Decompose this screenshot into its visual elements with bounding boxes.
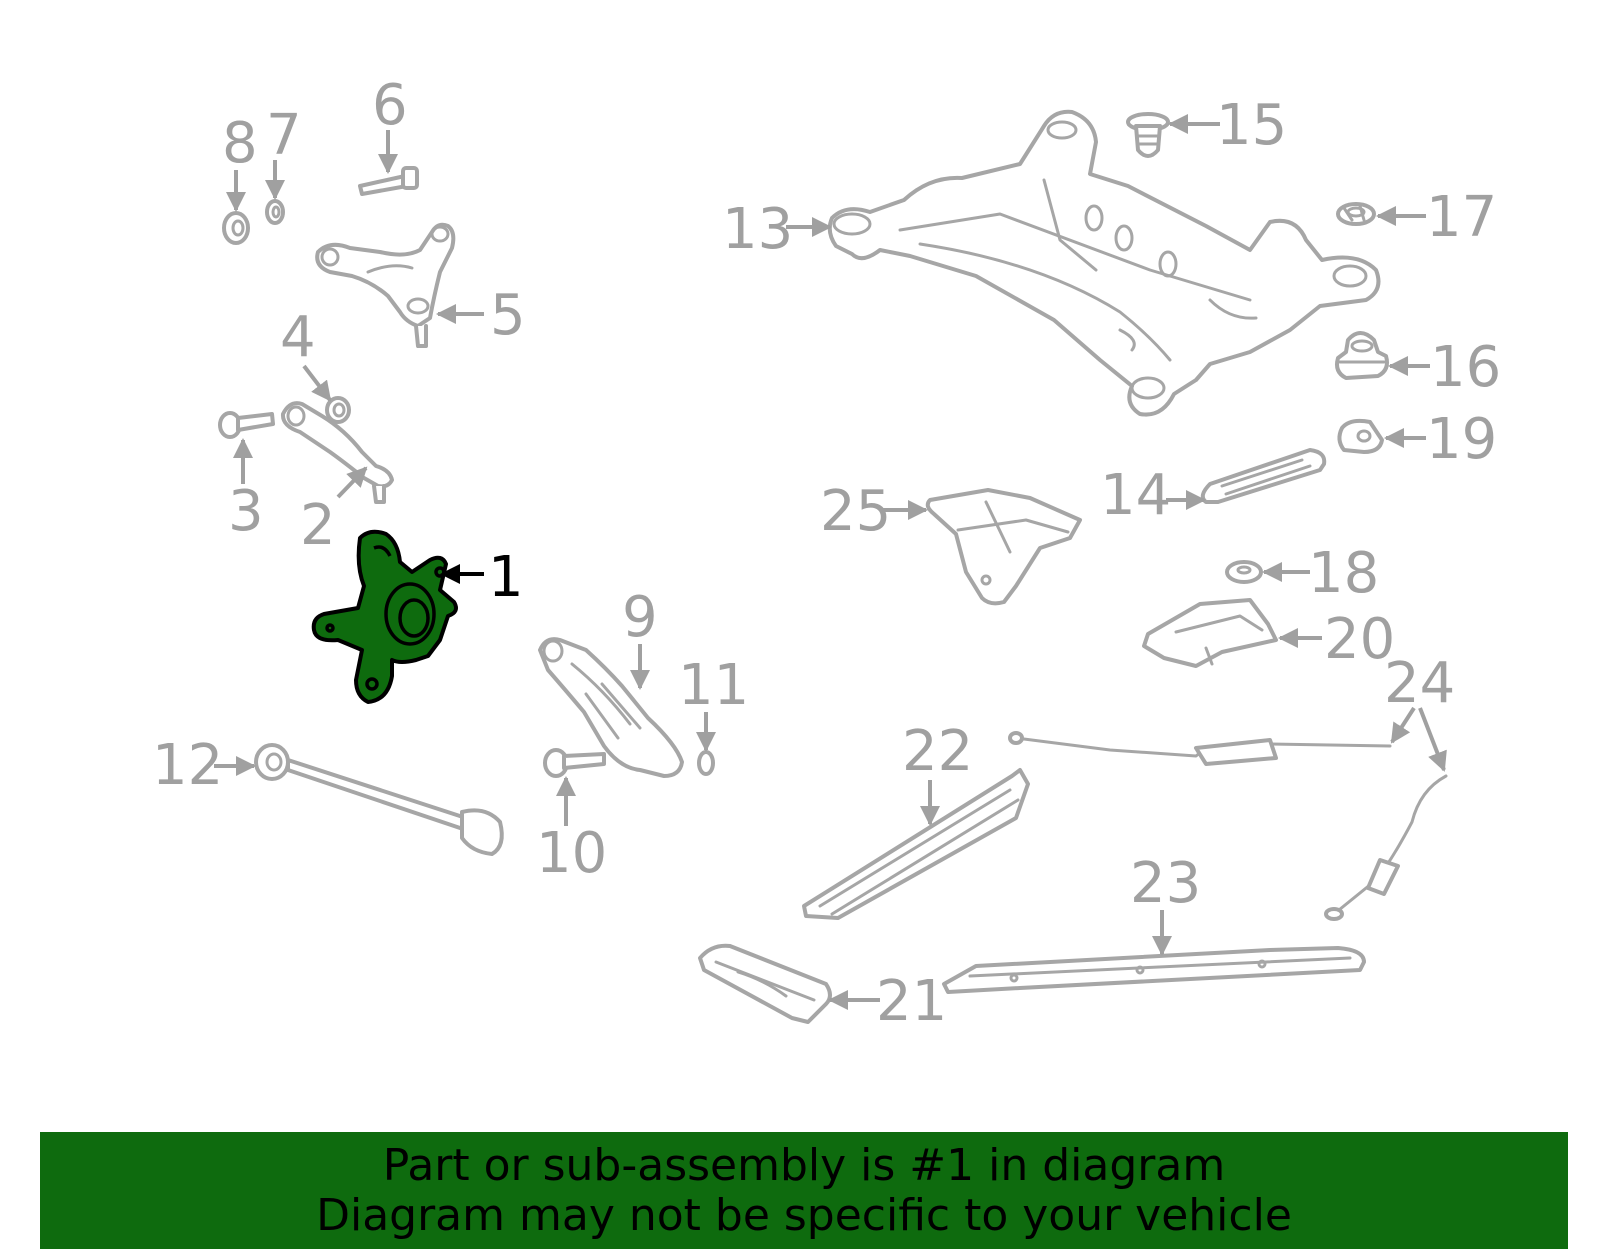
part-18-washer [1225, 560, 1263, 584]
part-6-bolt [358, 166, 419, 196]
callout-16: 16 [1430, 335, 1501, 400]
part-5-upper-control-arm [315, 222, 456, 348]
callout-19: 19 [1426, 407, 1497, 472]
callout-4: 4 [280, 305, 316, 370]
callout-labels: 1 2 3 4 5 6 7 8 9 10 11 12 13 14 15 16 1… [152, 73, 1501, 1034]
info-banner: Part or sub-assembly is #1 in diagram Di… [40, 1132, 1568, 1249]
part-22-sill-bracket [802, 768, 1030, 920]
callout-9: 9 [622, 585, 658, 650]
banner-line-1: Part or sub-assembly is #1 in diagram [382, 1139, 1226, 1191]
callout-5: 5 [490, 283, 526, 348]
part-11-washer [697, 750, 715, 776]
leader-arrows [214, 114, 1447, 1010]
part-15-bolt [1126, 112, 1170, 158]
callout-10: 10 [536, 821, 607, 886]
part-21-plate [698, 943, 832, 1024]
callout-12: 12 [152, 733, 223, 798]
callout-2: 2 [300, 493, 336, 558]
part-7-washer [265, 199, 285, 225]
part-9-lower-arm [538, 637, 684, 778]
part-17-nut [1336, 202, 1376, 226]
part-25-bracket [925, 488, 1082, 606]
part-20-mount [1142, 598, 1278, 668]
part-2-lateral-link [280, 401, 394, 504]
callout-7: 7 [266, 103, 302, 168]
part-23-sill [942, 946, 1366, 994]
callout-11: 11 [678, 653, 749, 718]
callout-18: 18 [1308, 541, 1379, 606]
callout-20: 20 [1324, 607, 1395, 672]
callout-1: 1 [488, 545, 524, 610]
part-4-bushing [325, 396, 351, 424]
callout-3: 3 [228, 479, 264, 544]
part-16-mount [1335, 331, 1389, 380]
callout-25: 25 [820, 479, 891, 544]
callout-23: 23 [1130, 851, 1201, 916]
callout-6: 6 [372, 73, 408, 138]
callout-15: 15 [1216, 93, 1287, 158]
callout-22: 22 [902, 719, 973, 784]
callout-8: 8 [222, 111, 258, 176]
callout-24: 24 [1384, 651, 1455, 716]
part-19-mount [1337, 418, 1384, 454]
part-3-bolt [218, 411, 275, 439]
part-10-bolt [543, 748, 606, 778]
callout-14: 14 [1100, 463, 1171, 528]
part-13-subframe [827, 109, 1381, 417]
part-24-cable [1008, 731, 1448, 921]
part-14-bracket [1200, 448, 1327, 504]
part-8-nut [222, 211, 250, 245]
callout-17: 17 [1426, 185, 1497, 250]
banner-line-2: Diagram may not be specific to your vehi… [316, 1189, 1292, 1241]
part-12-trailing-rod [254, 743, 504, 856]
callout-21: 21 [876, 969, 947, 1034]
callout-13: 13 [722, 197, 793, 262]
